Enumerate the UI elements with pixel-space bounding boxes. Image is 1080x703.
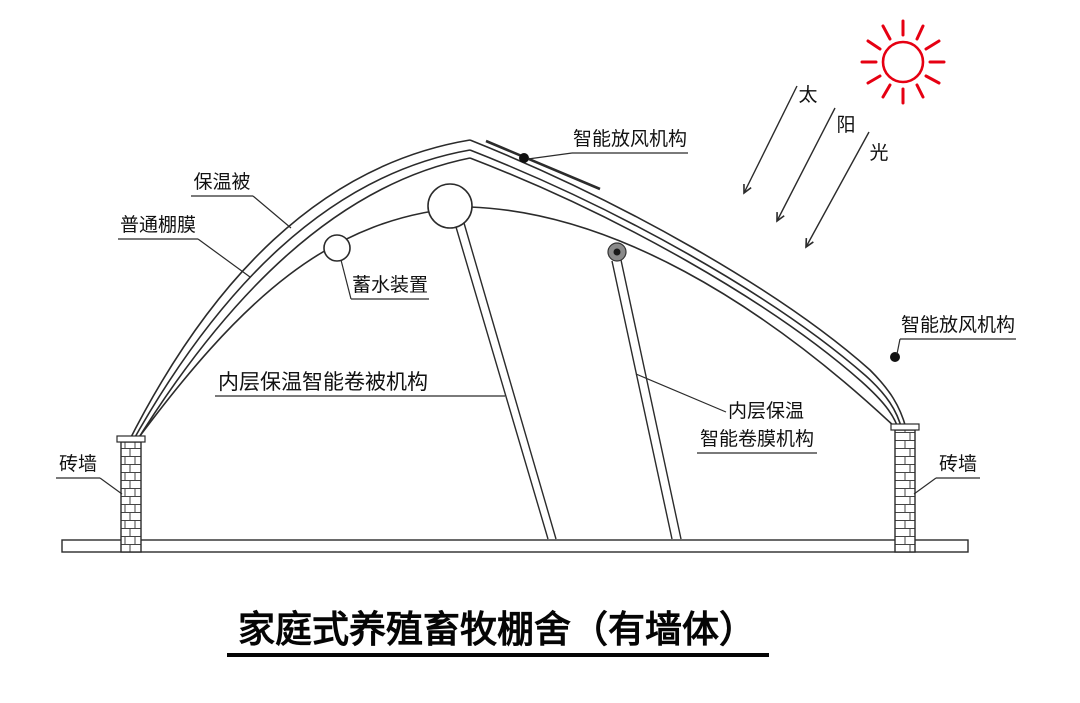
film-roller-track [611, 260, 673, 540]
quilt-roller-track [463, 222, 557, 540]
brick-wall-right-cap [890, 423, 920, 431]
leader-brick-wall-left [99, 477, 123, 495]
film-roller-track [620, 259, 682, 540]
sun-ray [881, 83, 892, 99]
inner-arch-right [469, 206, 898, 430]
sunlight-arrow [743, 85, 798, 195]
label-inner-film-roller-line2: 智能卷膜机构 [700, 428, 814, 450]
sun-rays [860, 19, 946, 105]
inner-arch-left [130, 206, 471, 449]
brick-wall-left-cap [116, 435, 146, 443]
sunlight-arrows [743, 85, 870, 249]
sunlight-char-1: 太 [798, 84, 817, 106]
vent-mechanism-dot-right [890, 352, 900, 362]
leader-insulation-quilt [252, 195, 292, 229]
brick-wall-left-body [120, 441, 142, 553]
sun-disc [881, 40, 925, 84]
sun-ray [924, 74, 941, 85]
sun-ray [915, 24, 925, 41]
leader-brick-wall-right [913, 477, 937, 495]
roof-membranes [126, 139, 907, 449]
sun-icon [860, 19, 946, 105]
roller-tracks [455, 222, 682, 540]
label-inner-quilt-roller: 内层保温智能卷被机构 [218, 371, 428, 394]
title-underline [227, 653, 769, 657]
label-smart-vent-right: 智能放风机构 [901, 314, 1015, 336]
sun-ray [866, 39, 882, 51]
roof-inner-curve-left [132, 157, 471, 448]
sunlight-arrow [805, 131, 870, 249]
ground-beam [61, 539, 969, 553]
label-water-storage: 蓄水装置 [352, 274, 428, 296]
leader-lines [56, 152, 1016, 495]
brick-wall-right [890, 423, 920, 553]
label-brick-wall-right: 砖墙 [939, 453, 977, 475]
vent-flap-line [485, 139, 601, 191]
leader-ordinary-film [197, 238, 251, 278]
brick-wall-left [116, 435, 146, 553]
leader-inner-film-roller [635, 373, 727, 413]
label-insulation-quilt: 保温被 [193, 171, 250, 193]
quilt-roller-drum [427, 183, 473, 229]
roof-middle-curve-left [129, 149, 471, 447]
film-roller-axle [613, 248, 621, 256]
quilt-roller-track [455, 226, 549, 540]
sun-ray [866, 74, 882, 85]
leader-smart-vent-right [896, 338, 901, 355]
leader-water-storage [340, 259, 352, 300]
sun-ray [924, 39, 941, 51]
label-brick-wall-left: 砖墙 [59, 453, 97, 475]
label-inner-film-roller-line1: 内层保温 [728, 400, 804, 422]
roof-inner-curve-right [469, 157, 900, 432]
sunlight-char-3: 光 [869, 142, 888, 164]
leader-smart-vent-top [527, 152, 573, 160]
sunlight-arrow [776, 107, 836, 223]
water-storage-device [323, 234, 351, 262]
roof-outer-curve-right [469, 139, 907, 429]
label-smart-vent-top: 智能放风机构 [573, 128, 687, 150]
sun-ray [915, 83, 925, 99]
diagram-title: 家庭式养殖畜牧棚舍（有墙体） [238, 608, 756, 651]
sun-ray [881, 24, 892, 41]
roof-middle-curve-right [469, 149, 903, 431]
vent-mechanism-dot-top [519, 153, 529, 163]
label-ordinary-film: 普通棚膜 [120, 214, 196, 236]
sunlight-char-2: 阳 [836, 114, 855, 136]
brick-wall-right-body [894, 429, 916, 553]
roof-outer-curve-left [126, 139, 471, 446]
